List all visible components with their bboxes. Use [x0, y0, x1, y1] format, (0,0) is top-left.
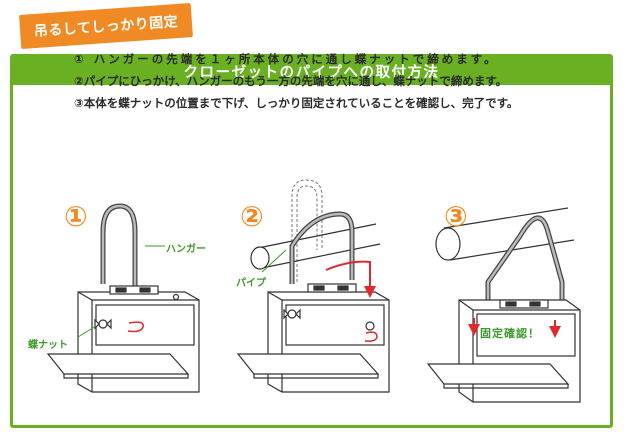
pipe-label: パイプ — [236, 278, 266, 289]
step-2-text: ②パイプにひっかけ、ハンガーのもう一方の先端を穴に通し、蝶ナットで締めます。 — [74, 74, 508, 88]
wing-nut-icon — [365, 321, 375, 331]
closet-pipe — [257, 223, 377, 249]
panel-header: クローゼットのパイプへの取付方法 — [13, 57, 610, 85]
instruction-steps: ① ハンガーの先端を１ヶ所本体の穴に通し蝶ナットで締めます。 ②パイプにひっかけ… — [74, 48, 594, 114]
step-3-text: ③本体を蝶ナットの位置まで下げ、しっかり固定されていることを確認し、完了です。 — [74, 96, 519, 110]
nut-plate — [109, 285, 159, 295]
step-1-text: ① ハンガーの先端を１ヶ所本体の穴に通し蝶ナットで締めます。 — [74, 52, 499, 66]
rotate-arrow-icon — [127, 321, 144, 333]
front-flap — [46, 353, 190, 375]
figure-2 — [236, 179, 390, 393]
figure-1-number: ① — [64, 200, 88, 233]
figure-2-number: ② — [240, 200, 264, 233]
nut-plate — [499, 299, 549, 309]
hanger-label: ハンガー — [166, 244, 206, 255]
figure-3 — [426, 207, 581, 403]
closet-pipe — [443, 207, 569, 229]
confirm-label: 固定確認！ — [480, 327, 540, 340]
figure-1 — [46, 203, 200, 393]
wing-nut-label: 蝶ナット — [28, 340, 68, 351]
rotate-arrow-icon — [364, 331, 378, 342]
nut-plate — [307, 283, 357, 293]
insert-arrow-icon — [325, 260, 376, 298]
wing-nut-icon — [98, 319, 108, 329]
front-flap — [236, 353, 380, 375]
figure-3-number: ③ — [444, 200, 468, 233]
front-flap — [426, 363, 570, 385]
instruction-panel: クローゼットのパイプへの取付方法 — [10, 54, 613, 428]
panel-title: クローゼットのパイプへの取付方法 — [183, 64, 440, 81]
hanger-wire — [289, 211, 355, 284]
wing-nut-icon — [287, 309, 297, 319]
